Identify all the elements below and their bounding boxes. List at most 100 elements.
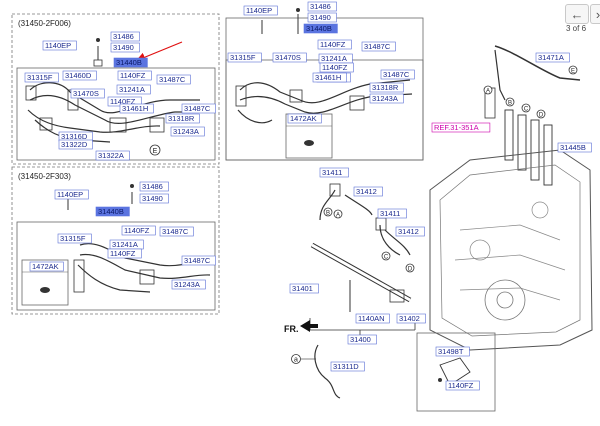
part-label[interactable]: 31445B <box>557 142 592 153</box>
part-label[interactable]: 1472AK <box>287 113 322 124</box>
part-labels: 1140EP314863149031440B31460D31315F31470S… <box>24 1 592 391</box>
part-label-box <box>119 103 154 114</box>
part-label[interactable]: 1140FZ <box>107 248 142 259</box>
part-label-box <box>380 69 415 80</box>
callout-circle-e <box>149 144 161 156</box>
part-label[interactable]: 31243A <box>369 93 404 104</box>
part-label[interactable]: 31412 <box>353 186 383 197</box>
part-label[interactable]: 31490 <box>307 12 337 23</box>
part-label[interactable]: 31470S <box>70 88 105 99</box>
part-label[interactable]: REF.31-351A <box>431 122 491 133</box>
injector-assembly: A B C D E <box>483 45 581 186</box>
part-label[interactable]: 31411 <box>319 167 349 178</box>
part-label-text: 1140AN <box>358 314 385 323</box>
part-label[interactable]: 31487C <box>156 74 191 85</box>
part-label-box <box>312 72 347 83</box>
callout-circle-c <box>521 103 531 113</box>
part-label[interactable]: 31486 <box>139 181 169 192</box>
part-label-text: 31440B <box>98 207 124 216</box>
part-label[interactable]: 31241A <box>116 84 151 95</box>
part-label-box <box>303 23 338 34</box>
part-label-text: 31470S <box>73 89 99 98</box>
part-label[interactable]: 31401 <box>289 283 319 294</box>
part-label-text: 31412 <box>356 187 377 196</box>
part-label[interactable]: 31318R <box>369 82 404 93</box>
next-page-button[interactable]: › <box>590 4 600 24</box>
part-label[interactable]: 31440B <box>95 206 130 217</box>
part-label[interactable]: 31243A <box>170 126 205 137</box>
part-label[interactable]: 31412 <box>395 226 425 237</box>
part-label[interactable]: 31322A <box>95 150 130 161</box>
part-label[interactable]: 1140EP <box>42 40 77 51</box>
part-label[interactable]: 1140AN <box>355 313 390 324</box>
part-label[interactable]: 31470S <box>272 52 307 63</box>
part-label-text: 31315F <box>60 234 86 243</box>
part-label-text: 31411 <box>380 209 400 218</box>
part-label[interactable]: 31241A <box>318 53 353 64</box>
callout-circle-b <box>505 97 515 107</box>
part-label[interactable]: 31487C <box>181 103 216 114</box>
svg-text:D: D <box>408 267 413 273</box>
part-label[interactable]: 31490 <box>139 193 169 204</box>
part-label[interactable]: 31461H <box>312 72 347 83</box>
part-label-box <box>95 206 130 217</box>
part-label[interactable]: 31486 <box>307 1 337 12</box>
part-label[interactable]: 1140EP <box>243 5 278 16</box>
part-label[interactable]: 31461H <box>119 103 154 114</box>
part-label[interactable]: 31498T <box>435 346 470 357</box>
part-label-box <box>369 82 404 93</box>
part-label-text: 1140FZ <box>110 97 136 106</box>
part-label-box <box>24 72 59 83</box>
part-label[interactable]: 31487C <box>380 69 415 80</box>
part-label[interactable]: 31311D <box>330 361 365 372</box>
part-label-box <box>165 113 200 124</box>
part-label[interactable]: 31241A <box>109 239 144 250</box>
part-label-box <box>54 189 89 200</box>
part-label-box <box>361 41 396 52</box>
part-label[interactable]: 31315F <box>57 233 92 244</box>
part-label-text: 31487C <box>184 104 211 113</box>
part-label[interactable]: 31315F <box>227 52 262 63</box>
prev-page-button[interactable]: ← <box>565 4 589 24</box>
part-label-text: 31315F <box>27 73 53 82</box>
part-label[interactable]: 31322D <box>58 139 93 150</box>
bottom-pipe: a <box>291 344 341 399</box>
part-label[interactable]: 31486 <box>110 31 140 42</box>
part-label-box <box>70 88 105 99</box>
part-label[interactable]: 1140FZ <box>117 70 152 81</box>
part-label-text: 31470S <box>275 53 301 62</box>
part-label[interactable]: 31440B <box>303 23 338 34</box>
part-label-text: 31487C <box>162 227 189 236</box>
part-label-box <box>431 122 491 133</box>
part-label[interactable]: 1140FZ <box>445 380 480 391</box>
part-label[interactable]: 31402 <box>396 313 426 324</box>
part-label[interactable]: 31315F <box>24 72 59 83</box>
part-label[interactable]: 1472AK <box>29 261 64 272</box>
part-label[interactable]: 1140FZ <box>121 225 156 236</box>
svg-text:E: E <box>571 69 575 75</box>
part-label[interactable]: 31400 <box>347 334 377 345</box>
panel-b-title: (31450-2F303) <box>18 172 71 181</box>
part-label-box <box>289 283 319 294</box>
part-label[interactable]: 31487C <box>181 255 216 266</box>
part-label-box <box>95 150 130 161</box>
part-label[interactable]: 31487C <box>361 41 396 52</box>
part-label[interactable]: 1140FZ <box>317 39 352 50</box>
part-label[interactable]: 31490 <box>110 42 140 53</box>
part-label[interactable]: 1140FZ <box>319 62 354 73</box>
part-label[interactable]: 31318R <box>165 113 200 124</box>
part-label-text: 31471A <box>538 53 564 62</box>
part-label[interactable]: 31243A <box>171 279 206 290</box>
part-label[interactable]: 31471A <box>535 52 570 63</box>
red-pointer-arrow <box>135 41 183 62</box>
part-label-text: 1472AK <box>32 262 59 271</box>
part-label[interactable]: 31460D <box>62 70 97 81</box>
part-label-text: 31411 <box>322 168 342 177</box>
part-label[interactable]: 31440B <box>113 57 148 68</box>
callout-circle-d2 <box>405 263 415 273</box>
part-label-box <box>57 233 92 244</box>
part-label[interactable]: 31487C <box>159 226 194 237</box>
part-label[interactable]: 31411 <box>377 208 407 219</box>
part-label[interactable]: 1140EP <box>54 189 89 200</box>
part-label-text: 31315F <box>230 53 256 62</box>
